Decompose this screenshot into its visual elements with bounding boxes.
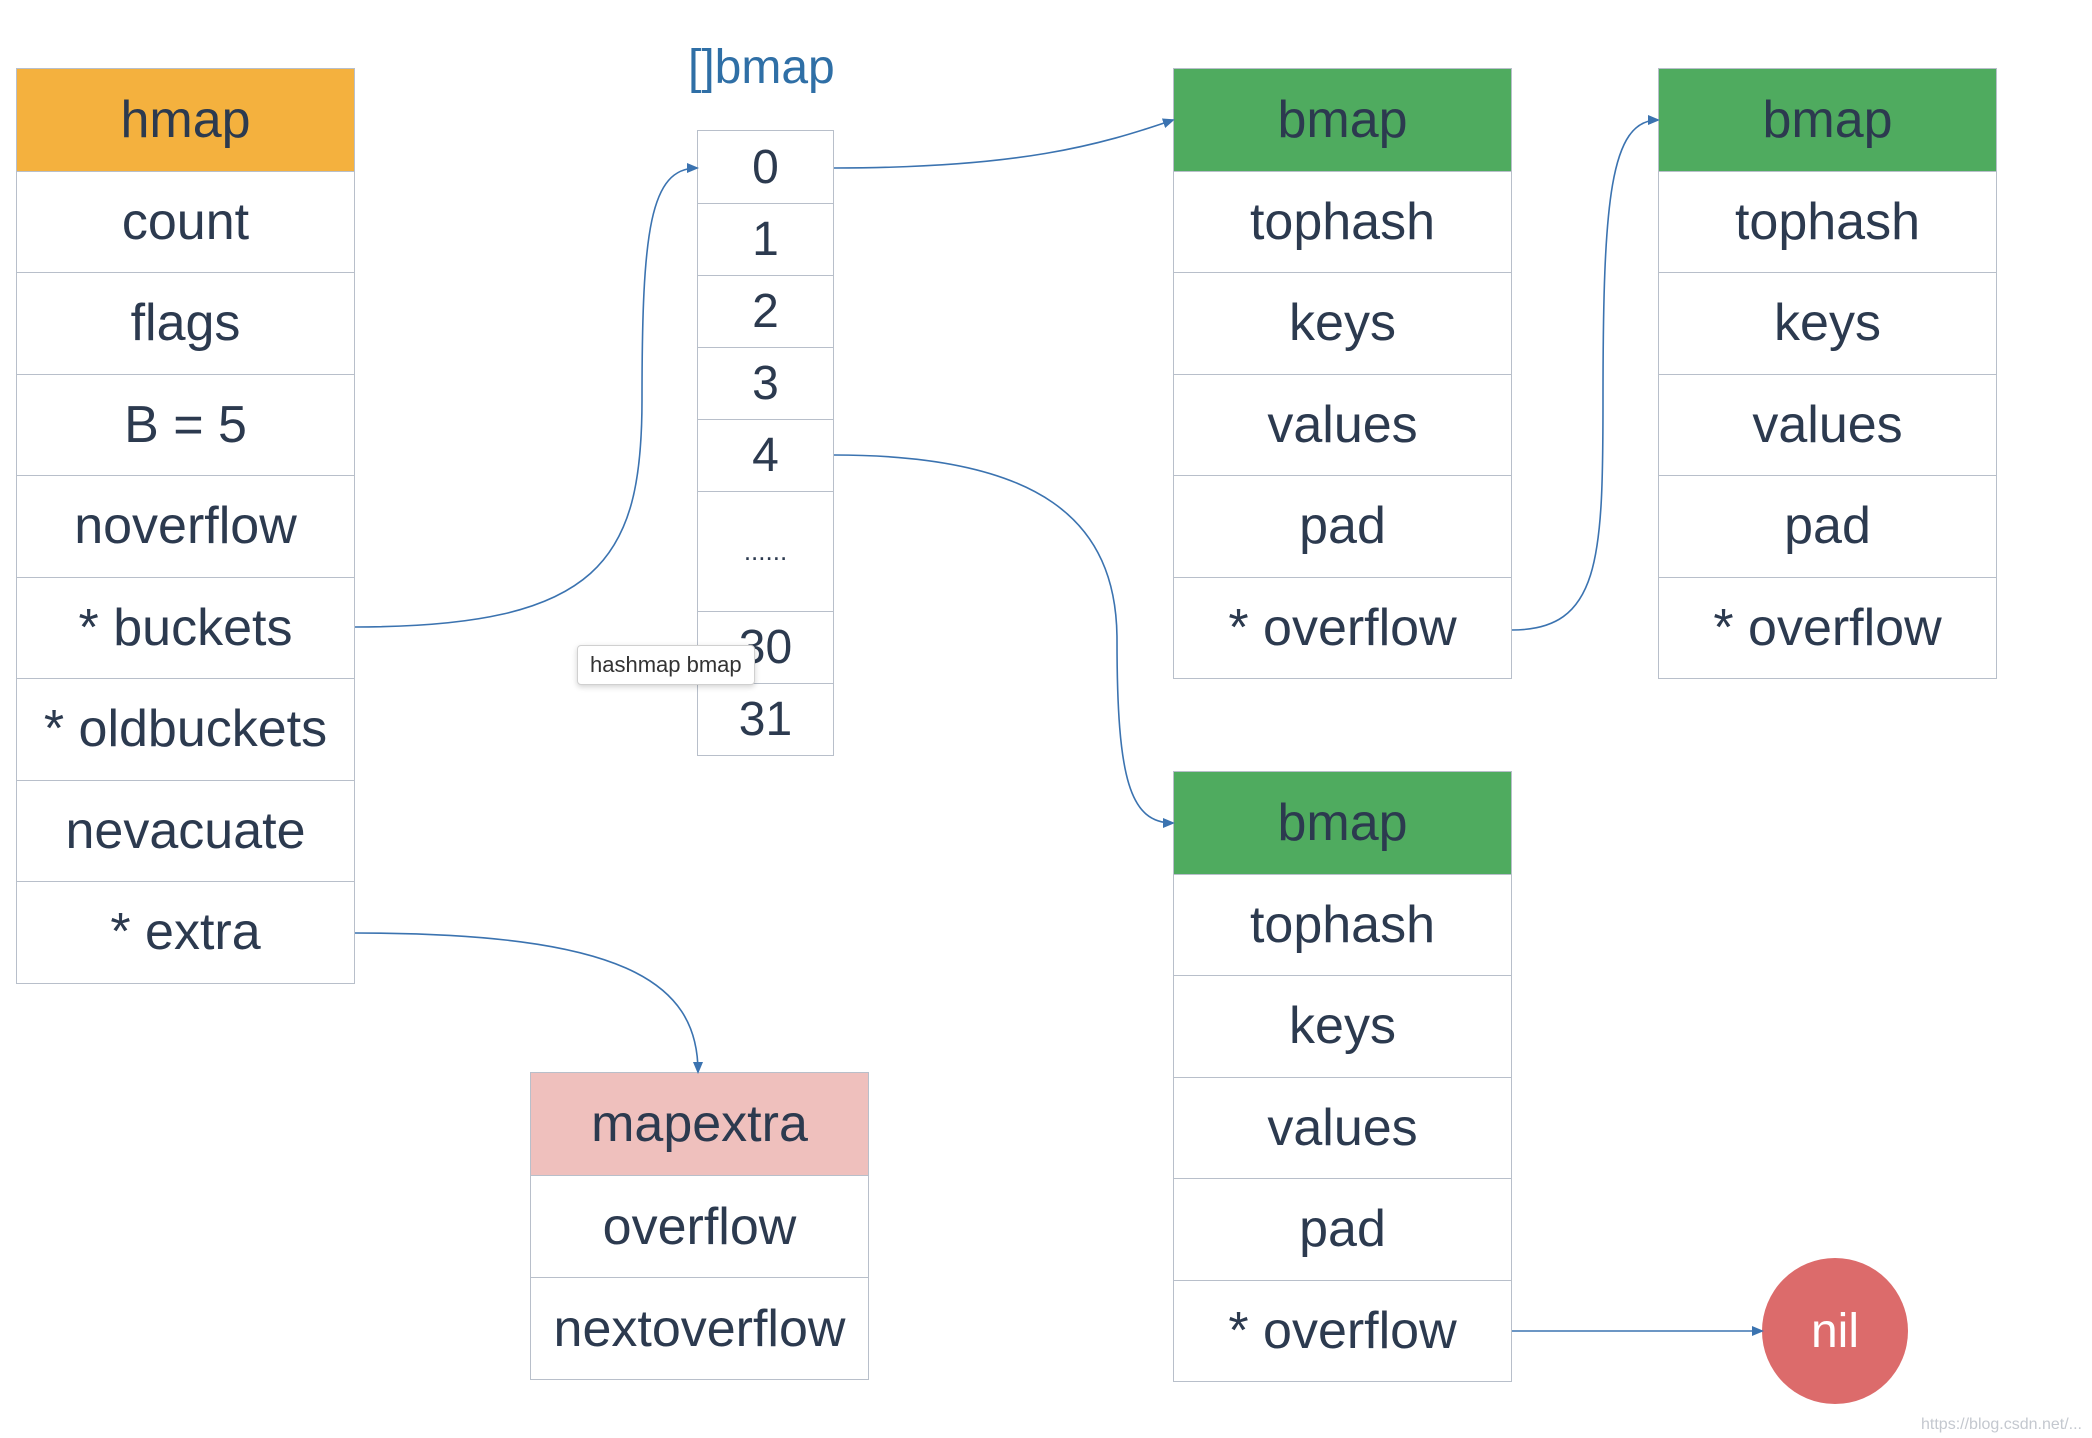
bmap-header: bmap	[1174, 772, 1511, 874]
bmap-field-values: values	[1659, 373, 1996, 476]
bmap-struct-a: bmap tophash keys values pad * overflow	[1173, 68, 1512, 679]
mapextra-field-overflow: overflow	[531, 1175, 868, 1277]
hmap-field-count: count	[17, 170, 354, 273]
bucket-slot-1: 1	[698, 203, 833, 275]
arrow-overflow-a-to-bmap-b	[1511, 115, 1660, 631]
bmap-field-keys: keys	[1174, 975, 1511, 1077]
bucket-slot-2: 2	[698, 275, 833, 347]
bucket-array-title: []bmap	[688, 41, 835, 94]
bmap-field-values: values	[1174, 1076, 1511, 1179]
watermark: https://blog.csdn.net/...	[1921, 1416, 2082, 1433]
hmap-field-buckets: * buckets	[17, 576, 354, 679]
bmap-field-tophash: tophash	[1174, 873, 1511, 976]
nil-node: nil	[1762, 1258, 1908, 1404]
bmap-field-pad: pad	[1174, 1178, 1511, 1280]
hmap-field-nevacuate: nevacuate	[17, 779, 354, 882]
bmap-field-values: values	[1174, 373, 1511, 476]
bmap-field-pad: pad	[1659, 475, 1996, 577]
hmap-field-b: B = 5	[17, 373, 354, 476]
bmap-field-keys: keys	[1659, 272, 1996, 374]
hmap-header: hmap	[17, 69, 354, 171]
arrow-slot4-to-bmap-c	[833, 454, 1175, 828]
mapextra-struct: mapextra overflow nextoverflow	[530, 1072, 869, 1380]
bmap-struct-c: bmap tophash keys values pad * overflow	[1173, 771, 1512, 1382]
bmap-field-overflow: * overflow	[1659, 576, 1996, 679]
bmap-struct-b: bmap tophash keys values pad * overflow	[1658, 68, 1997, 679]
bmap-header: bmap	[1659, 69, 1996, 171]
hmap-field-noverflow: noverflow	[17, 475, 354, 577]
bmap-field-overflow: * overflow	[1174, 1279, 1511, 1382]
bmap-field-tophash: tophash	[1659, 170, 1996, 273]
bmap-field-keys: keys	[1174, 272, 1511, 374]
bucket-slot-31: 31	[698, 683, 833, 755]
hmap-struct: hmap count flags B = 5 noverflow * bucke…	[16, 68, 355, 984]
bucket-slot-0: 0	[752, 140, 779, 194]
hmap-field-oldbuckets: * oldbuckets	[17, 678, 354, 780]
bmap-header: bmap	[1174, 69, 1511, 171]
hmap-field-flags: flags	[17, 272, 354, 374]
mapextra-field-nextoverflow: nextoverflow	[531, 1277, 868, 1379]
bmap-field-tophash: tophash	[1174, 170, 1511, 273]
bucket-slot-3: 3	[698, 347, 833, 419]
bmap-field-pad: pad	[1174, 475, 1511, 577]
arrow-slot0-to-bmap-a	[833, 118, 1175, 169]
bucket-slot-ellipsis: ......	[698, 491, 833, 611]
tooltip: hashmap bmap	[577, 645, 755, 685]
bmap-field-overflow: * overflow	[1174, 576, 1511, 679]
arrow-buckets-to-array	[354, 163, 699, 628]
arrow-extra-to-mapextra	[354, 932, 703, 1074]
mapextra-header: mapextra	[531, 1073, 868, 1175]
bucket-slot-4: 4	[698, 419, 833, 491]
hmap-field-extra: * extra	[17, 881, 354, 983]
